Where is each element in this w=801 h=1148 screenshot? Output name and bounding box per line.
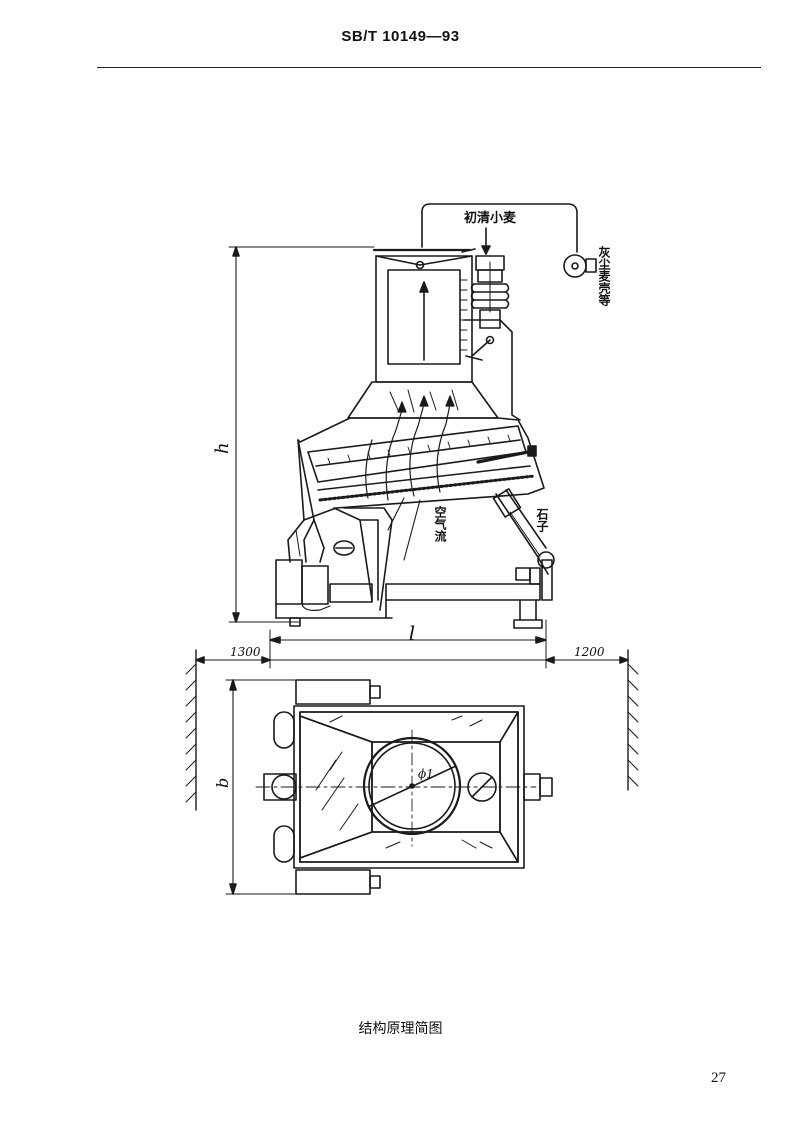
left-clearance-label: 1300 xyxy=(230,645,261,659)
stones-label: 石子 xyxy=(535,508,549,533)
dimension-l-label: l xyxy=(409,621,415,645)
diameter-label: ϕ1 xyxy=(418,767,434,781)
dust-outlet-label: 灰尘麦壳等 xyxy=(597,245,611,307)
standard-code: SB/T 10149—93 xyxy=(341,28,460,45)
right-clearance-label: 1200 xyxy=(574,645,605,659)
inlet-label: 初清小麦 xyxy=(464,210,517,226)
dimension-b-label: b xyxy=(213,778,232,788)
inlet-duct xyxy=(421,203,578,253)
header-rule xyxy=(97,67,761,68)
dimension-h-label: h xyxy=(212,442,233,454)
page-number: 27 xyxy=(711,1070,726,1086)
dust-fan-icon xyxy=(563,254,597,278)
airflow-label: 空气流 xyxy=(433,505,447,543)
figure-caption: 结构原理简图 xyxy=(358,1021,443,1037)
